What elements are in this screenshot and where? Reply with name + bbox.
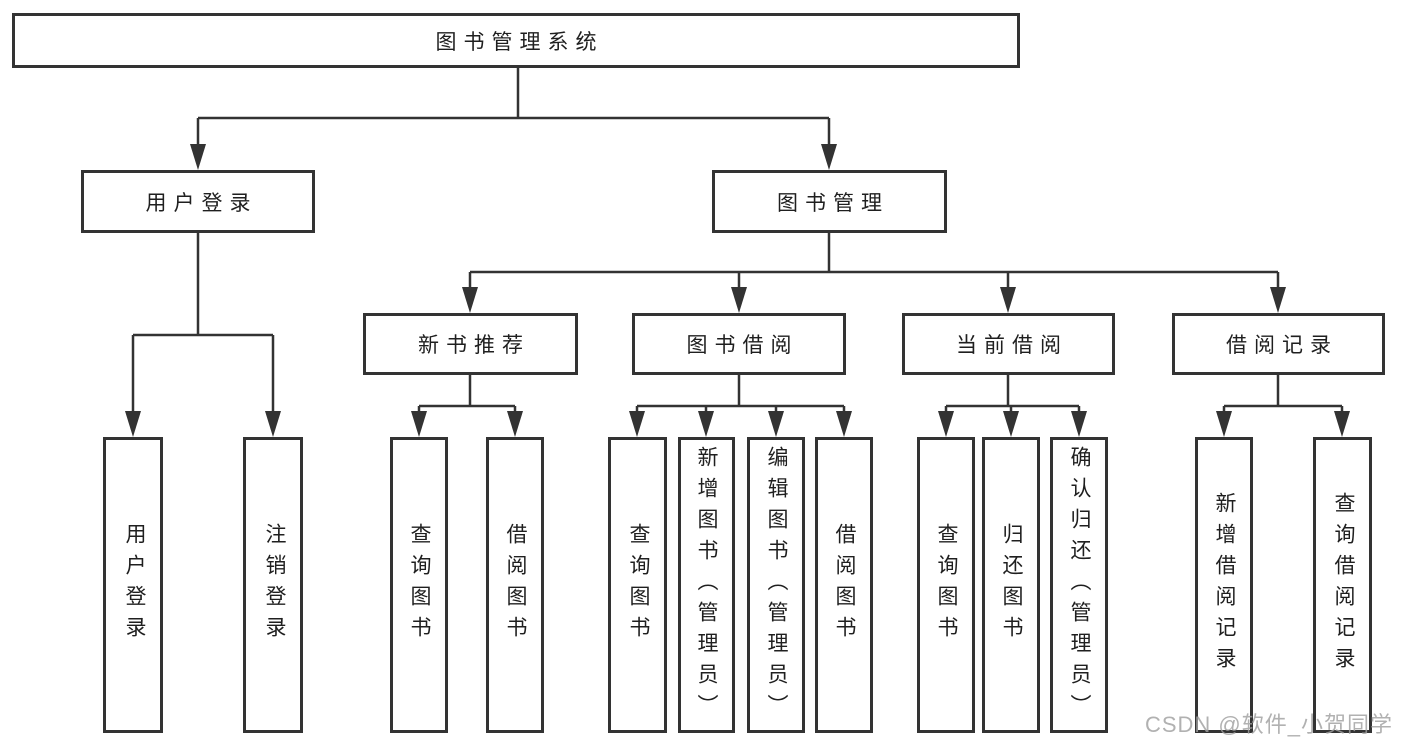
arrowheads bbox=[125, 144, 1350, 437]
leaf-recommend-query-book: 查询图书 bbox=[390, 437, 448, 733]
arrowhead-icon bbox=[411, 411, 427, 437]
arrowhead-icon bbox=[698, 411, 714, 437]
node-new-book-recommend: 新书推荐 bbox=[363, 313, 578, 375]
edge-root-to-level2 bbox=[196, 67, 831, 146]
leaf-logout: 注销登录 bbox=[243, 437, 303, 733]
leaf-borrow-query-book: 查询图书 bbox=[608, 437, 667, 733]
leaf-borrow-borrow-book: 借阅图书 bbox=[815, 437, 873, 733]
arrowhead-icon bbox=[125, 411, 141, 437]
node-book-borrowing: 图书借阅 bbox=[632, 313, 846, 375]
arrowhead-icon bbox=[507, 411, 523, 437]
arrowhead-icon bbox=[938, 411, 954, 437]
leaf-recommend-borrow-book: 借阅图书 bbox=[486, 437, 544, 733]
arrowhead-icon bbox=[629, 411, 645, 437]
edge-management-to-level3 bbox=[468, 233, 1280, 289]
node-root-system: 图书管理系统 bbox=[12, 13, 1020, 68]
node-book-management-module: 图书管理 bbox=[712, 170, 947, 233]
node-current-borrowing: 当前借阅 bbox=[902, 313, 1115, 375]
arrowhead-icon bbox=[836, 411, 852, 437]
arrowhead-icon bbox=[190, 144, 206, 170]
arrowhead-icon bbox=[265, 411, 281, 437]
leaf-user-login: 用户登录 bbox=[103, 437, 163, 733]
node-user-login-module: 用户登录 bbox=[81, 170, 315, 233]
arrowhead-icon bbox=[1071, 411, 1087, 437]
leaf-current-confirm-return-admin: 确认归还（管理员） bbox=[1050, 437, 1108, 733]
leaf-records-add-record: 新增借阅记录 bbox=[1195, 437, 1253, 733]
arrowhead-icon bbox=[1216, 411, 1232, 437]
edge-current-to-leaves bbox=[944, 375, 1081, 413]
node-borrowing-records: 借阅记录 bbox=[1172, 313, 1385, 375]
arrowhead-icon bbox=[1000, 287, 1016, 313]
edge-login-to-leaves bbox=[131, 233, 275, 413]
edge-borrow-to-leaves bbox=[635, 375, 846, 413]
leaf-borrow-add-book-admin: 新增图书（管理员） bbox=[678, 437, 735, 733]
arrowhead-icon bbox=[731, 287, 747, 313]
arrowhead-icon bbox=[1270, 287, 1286, 313]
leaf-current-query-book: 查询图书 bbox=[917, 437, 975, 733]
arrowhead-icon bbox=[1003, 411, 1019, 437]
leaf-current-return-book: 归还图书 bbox=[982, 437, 1040, 733]
edge-recommend-to-leaves bbox=[417, 375, 517, 413]
leaf-borrow-edit-book-admin: 编辑图书（管理员） bbox=[747, 437, 805, 733]
arrowhead-icon bbox=[1334, 411, 1350, 437]
arrowhead-icon bbox=[821, 144, 837, 170]
edge-records-to-leaves bbox=[1222, 375, 1344, 413]
leaf-records-query-record: 查询借阅记录 bbox=[1313, 437, 1372, 733]
arrowhead-icon bbox=[768, 411, 784, 437]
arrowhead-icon bbox=[462, 287, 478, 313]
